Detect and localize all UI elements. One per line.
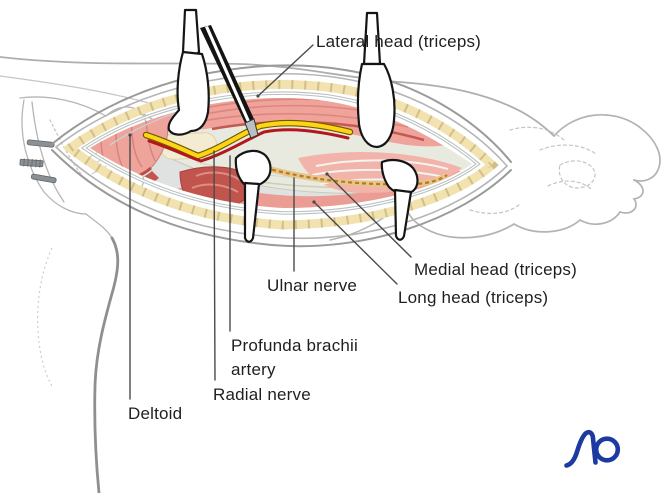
label-lateral-head: Lateral head (triceps) (316, 32, 482, 51)
leader-medial-head (326, 173, 412, 258)
leader-lines (128, 44, 412, 400)
retractor-bottom-middle (234, 149, 272, 243)
label-long-head: Long head (triceps) (398, 288, 549, 307)
label-profunda-line1: Profunda brachii (231, 336, 358, 355)
label-radial-nerve: Radial nerve (213, 385, 311, 404)
label-profunda-artery: Profunda brachii artery (231, 334, 358, 382)
leader-radial-nerve (213, 150, 216, 381)
arm-edge-dotted (37, 247, 53, 387)
label-ulnar-nerve: Ulnar nerve (267, 276, 358, 295)
arm-bottom-contour (93, 236, 120, 493)
fixation-screws (19, 139, 57, 184)
label-deltoid: Deltoid (128, 404, 183, 423)
profunda-artery-red (147, 128, 350, 163)
label-profunda-line2: artery (231, 360, 276, 379)
leader-lateral-head (257, 44, 314, 97)
ao-logo (564, 429, 621, 468)
retractor-top-left (167, 8, 210, 136)
background-arm-outline (0, 56, 661, 241)
retractor-bottom-right (380, 158, 419, 241)
ao-logo-a (564, 429, 598, 468)
label-medial-head: Medial head (triceps) (414, 260, 577, 279)
leader-long-head (313, 201, 398, 285)
surgical-instrument (200, 25, 259, 139)
ao-logo-o (593, 436, 621, 463)
retractor-top-right (356, 11, 396, 149)
radial-nerve-yellow (142, 119, 354, 160)
wound-opening (51, 64, 512, 248)
